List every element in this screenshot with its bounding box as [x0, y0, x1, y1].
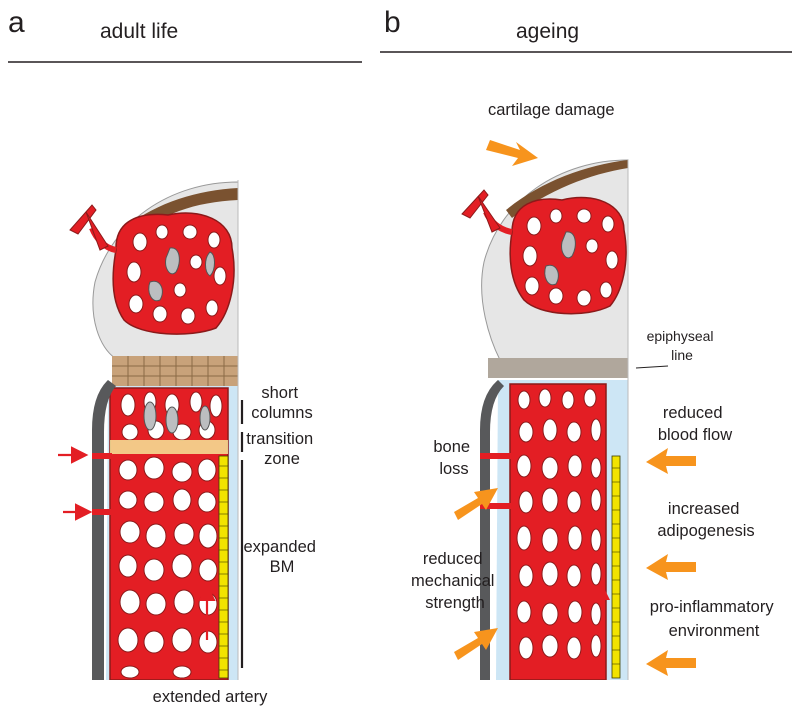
- metaphyseal-vessels-b: [509, 383, 607, 680]
- label-bone-loss: bone loss: [433, 438, 474, 478]
- panel-b-letter: b: [384, 6, 401, 39]
- articular-cartilage-a: [120, 188, 238, 240]
- orange-arrow-blood-flow: [646, 448, 696, 474]
- label-pro-inflammatory-environment: pro-inflammatory environment: [650, 598, 778, 640]
- epiphyseal-vessels-a: [69, 204, 235, 335]
- panel-a: a adult life: [8, 6, 362, 706]
- label-short-columns: short columns: [251, 384, 312, 422]
- central-artery-bands-a: [219, 465, 228, 671]
- label-extended-artery: extended artery: [153, 688, 268, 706]
- epiphyseal-line-b: [488, 358, 628, 378]
- orange-arrow-adipogenesis: [646, 554, 696, 580]
- panel-a-title: adult life: [100, 20, 178, 43]
- label-increased-adipogenesis: increased adipogenesis: [657, 500, 754, 540]
- label-reduced-mechanical-strength: reduced mechanical strength: [411, 550, 499, 612]
- central-artery-bands-b: [612, 467, 620, 665]
- panel-b-title: ageing: [516, 20, 579, 43]
- articular-cartilage-b: [506, 160, 628, 218]
- panel-b: b ageing: [380, 6, 792, 680]
- transition-zone-band-a: [110, 440, 228, 454]
- panel-a-letter: a: [8, 6, 25, 39]
- label-epiphyseal-line: epiphyseal line: [647, 328, 718, 363]
- orange-arrow-bone-loss: [454, 488, 498, 520]
- central-artery-b: [611, 455, 621, 679]
- orange-arrow-mechanical: [454, 628, 498, 660]
- label-transition-zone: transition zone: [246, 430, 318, 468]
- epiphyseal-vessels-b: [461, 189, 627, 315]
- central-artery-a: [218, 455, 229, 679]
- growth-plate-a: [112, 356, 238, 386]
- orange-arrow-inflammatory: [646, 650, 696, 676]
- label-cartilage-damage: cartilage damage: [488, 101, 615, 119]
- leader-epiphyseal-line: [635, 365, 669, 369]
- orange-arrow-cartilage: [486, 140, 538, 166]
- metaphyseal-vessels-a: [109, 387, 229, 680]
- label-reduced-blood-flow: reduced blood flow: [658, 404, 732, 444]
- label-expanded-bm: expanded BM: [243, 538, 320, 576]
